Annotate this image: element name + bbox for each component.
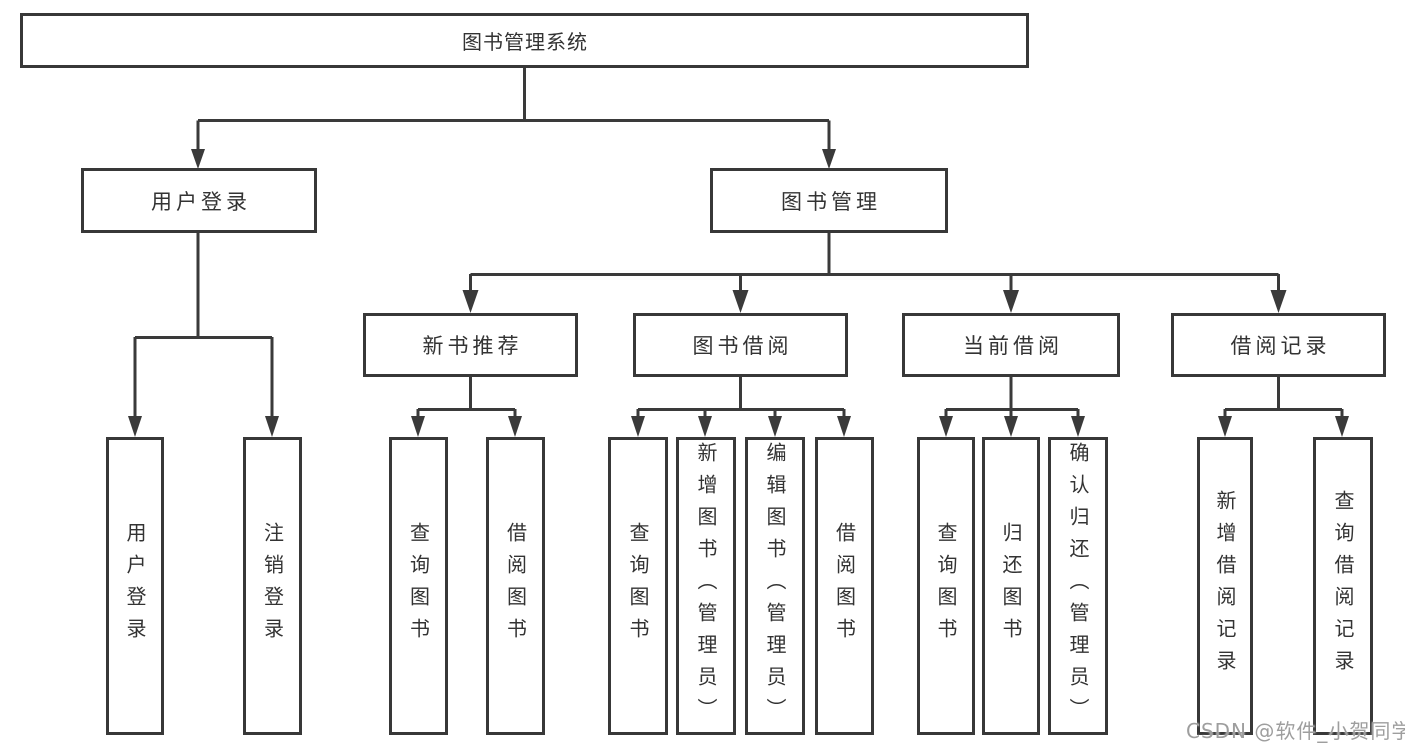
leaf-label: 确认归还（管理员） [1066,442,1090,730]
node-root: 图书管理系统 [20,13,1029,68]
arrowheads [128,149,1349,437]
leaf-label: 借阅图书 [503,522,528,650]
node-book-management: 图书管理 [710,168,948,233]
leaf-label: 查询图书 [406,522,431,650]
leaf-borrow-books-recommend: 借阅图书 [486,437,545,735]
leaf-user-login: 用户登录 [106,437,164,735]
leaf-add-borrow-record: 新增借阅记录 [1197,437,1253,735]
leaf-label: 查询借阅记录 [1331,490,1355,682]
leaf-query-books-recommend: 查询图书 [389,437,448,735]
node-current-borrowing: 当前借阅 [902,313,1120,377]
leaf-label: 新增借阅记录 [1213,490,1237,682]
leaf-label: 新增图书（管理员） [694,442,718,730]
leaf-edit-books-admin: 编辑图书（管理员） [745,437,805,735]
leaf-borrow-books: 借阅图书 [815,437,874,735]
leaf-logout: 注销登录 [243,437,302,735]
leaf-label: 注销登录 [260,522,285,650]
leaf-label: 借阅图书 [832,522,857,650]
leaf-label: 查询图书 [626,522,650,650]
leaf-add-books-admin: 新增图书（管理员） [676,437,736,735]
leaf-return-books: 归还图书 [982,437,1040,735]
leaf-query-borrow-record: 查询借阅记录 [1313,437,1373,735]
node-new-book-recommend: 新书推荐 [363,313,578,377]
leaf-query-books-borrow: 查询图书 [608,437,668,735]
leaf-label: 归还图书 [999,522,1023,650]
csdn-watermark: CSDN @软件_小贺同学 [1186,719,1405,743]
leaf-label: 编辑图书（管理员） [763,442,787,730]
node-book-borrowing: 图书借阅 [633,313,848,377]
leaf-confirm-return-admin: 确认归还（管理员） [1048,437,1108,735]
leaf-query-books-current: 查询图书 [917,437,975,735]
leaf-label: 查询图书 [934,522,958,650]
node-user-login: 用户登录 [81,168,317,233]
leaf-label: 用户登录 [123,522,147,650]
node-borrowing-records: 借阅记录 [1171,313,1386,377]
